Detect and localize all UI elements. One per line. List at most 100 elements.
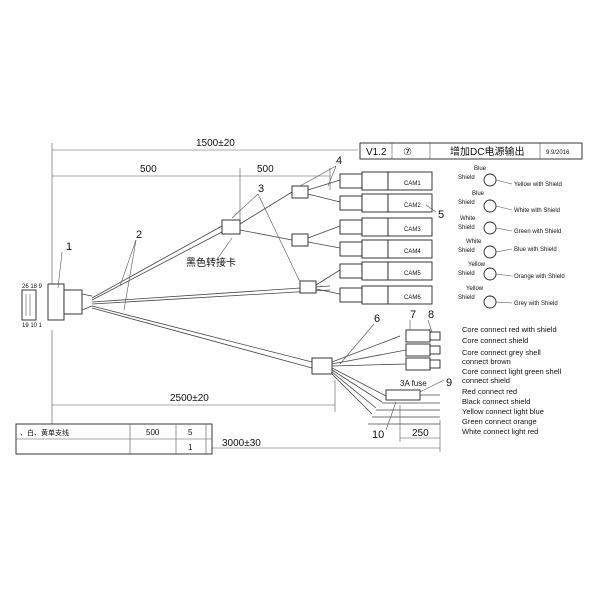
callout-4: 4 [336,155,342,167]
pin-detail-6: Yellow Shield Grey with Shield [458,286,558,309]
branch-wire [239,191,293,225]
connector-face [21,289,37,321]
trunk-upper [91,225,223,299]
pin-lower-label: Shield [458,295,475,301]
pin-upper-label: Yellow [468,262,486,268]
power-note: Green connect orange [462,417,537,426]
camera-label-5: CAM5 [404,271,421,277]
pin-details: Blue Shield Yellow with Shield Blue Shie… [458,166,565,309]
pin-lower-label: Shield [458,225,475,231]
pin-detail-5: Yellow Shield Orange with Shield [458,262,565,281]
rca-plug-1 [405,329,431,343]
connector-shell [63,289,83,315]
dimension-3000: 3000±30 [222,438,261,449]
title-text: 增加DC电源输出 [450,145,524,158]
branch-wire [239,229,293,241]
power-note: Black connect shield [462,397,530,406]
title-sheet-mark: ⑦ [403,147,412,158]
pin-detail-1: Blue Shield Yellow with Shield [458,166,562,188]
trunk-upper [91,231,223,301]
pin-lower-label: Shield [458,271,475,277]
title-block-frame [359,142,583,160]
connector-strain-relief [81,293,93,297]
trunk-middle [91,285,331,303]
branch-splitter [291,185,309,199]
pin-connector-icon [483,295,497,309]
callout-7: 7 [410,309,416,321]
power-note: Core connect red with shield [462,325,557,334]
power-branch: 3A fuse [311,329,441,425]
camera-label-1: CAM1 [404,181,421,187]
pin-lower-label: Shield [458,175,475,181]
power-note: connect brown [462,357,511,366]
power-note: Core connect shield [462,336,528,345]
pin-detail-3: White Shield Green with Shield [458,216,561,235]
adapter-leader-line [217,237,233,259]
main-connector: 26 18 9 19 10 1 [21,283,93,329]
power-note: White connect light red [462,427,538,436]
camera-connector-2: CAM2 [339,193,433,213]
camera-connectors: CAM1 CAM2 CAM3 CAM4 CAM5 [339,171,433,305]
pin-connector-icon [483,199,497,213]
bom-row-description: 、白、黄单支线 [20,428,69,437]
pin-detail-2: Blue Shield White with Shield [458,191,560,214]
pin-lower-label: Shield [458,248,475,254]
camera-label-6: CAM6 [404,295,421,301]
bom-row-qty: 500 [146,428,160,437]
pin-upper-label: Yellow [466,286,484,292]
pin-result: Green with Shield [514,229,561,235]
camera-label-4: CAM4 [404,249,421,255]
pin-upper-label: White [466,239,482,245]
pin-connector-icon [483,221,497,235]
trunk-lower [91,305,313,363]
power-splitter [311,357,333,375]
callout-9: 9 [446,377,452,389]
camera-connector-6: CAM6 [339,285,433,305]
connector-body [47,283,65,321]
callouts: 1 2 3 4 5 6 7 8 9 10 [57,155,452,441]
branch-splitter [291,233,309,247]
connector-strain-relief [81,305,93,311]
camera-label-2: CAM2 [404,203,421,209]
dimension-1500: 1500±20 [196,138,235,149]
bom-row-item: 5 [188,428,193,437]
dimension-500-b: 500 [257,164,274,175]
title-block: V1.2 ⑦ 增加DC电源输出 9.9/2016 [359,142,583,160]
power-note: Red connect red [462,387,517,396]
camera-connector-4: CAM4 [339,239,433,259]
trunk-lower [91,307,313,369]
connector-pinout-bottom: 19 10 1 [22,323,43,329]
rca-plug-2 [405,343,431,357]
power-note: connect shield [462,376,510,385]
dimension-lines: 1500±20 500 500 2500±20 3000±30 250 [51,138,441,452]
callout-5: 5 [438,209,444,221]
pin-result: Yellow with Shield [514,182,562,188]
dimension-2500: 2500±20 [170,393,209,404]
pin-lower-label: Shield [458,200,475,206]
pin-result: White with Shield [514,208,560,214]
branch-splitter [221,219,241,235]
callout-3: 3 [258,183,264,195]
pin-upper-label: Blue [474,166,487,172]
callout-6: 6 [374,313,380,325]
power-note: Core connect grey shell [462,348,541,357]
power-note: Yellow connect light blue [462,407,544,416]
callout-8: 8 [428,309,434,321]
fuse-holder [385,389,421,401]
connector-pinout-top: 26 18 9 [22,284,43,290]
pin-upper-label: White [460,216,476,222]
camera-label-3: CAM3 [404,227,421,233]
cable-trunks: 黑色转接卡 [91,179,341,369]
camera-connector-5: CAM5 [339,261,433,281]
branch-splitter [299,280,317,294]
dimension-250: 250 [412,428,429,439]
pin-connector-icon [483,267,497,281]
title-date: 9.9/2016 [546,150,570,156]
pin-connector-icon [483,173,497,187]
callout-10: 10 [372,429,384,441]
camera-connector-3: CAM3 [339,217,433,237]
power-note: Core connect light green shell [462,367,562,376]
camera-connector-1: CAM1 [339,171,433,191]
rca-plug-3 [405,357,431,371]
